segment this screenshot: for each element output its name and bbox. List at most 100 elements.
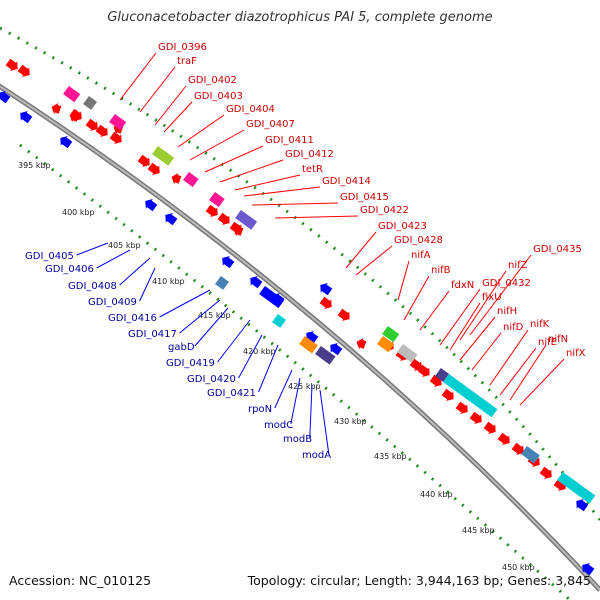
cds-arrow-shape bbox=[69, 110, 80, 123]
cds-arrow-shape bbox=[171, 172, 182, 185]
reverse-leader-line bbox=[139, 267, 156, 302]
reverse-gene-label: rpoN bbox=[248, 404, 272, 415]
forward-gene-label: nifZ bbox=[508, 260, 528, 271]
cds-arrow-shape bbox=[469, 411, 482, 424]
forward-cds-arrow bbox=[95, 124, 108, 137]
forward-gene-label: nifB bbox=[431, 265, 451, 276]
forward-cds-arrow bbox=[441, 388, 454, 401]
feature-box-shape bbox=[183, 171, 199, 188]
reverse-gene-label: GDI_0406 bbox=[45, 264, 94, 275]
forward-cds-arrow bbox=[539, 466, 552, 479]
forward-gene-label: GDI_0414 bbox=[322, 176, 371, 187]
feature-box-shape bbox=[557, 471, 596, 504]
pink-feature bbox=[63, 85, 81, 103]
forward-cds-arrow bbox=[483, 421, 496, 434]
forward-gene-label: nifA bbox=[411, 250, 431, 261]
forward-leader-line bbox=[204, 145, 264, 173]
map-title: Gluconacetobacter diazotrophicus PAI 5, … bbox=[107, 10, 493, 25]
feature-box-shape bbox=[63, 85, 81, 103]
forward-leader-line bbox=[459, 270, 507, 341]
forward-gene-label: GDI_0411 bbox=[265, 135, 314, 146]
forward-cds-arrow bbox=[497, 432, 510, 445]
reverse-gene-label: GDI_0416 bbox=[108, 313, 157, 324]
feature-box-shape bbox=[109, 113, 127, 131]
scale-tick-label: 445 kbp bbox=[462, 526, 495, 535]
inner-dotted-ring bbox=[19, 143, 572, 600]
forward-gene-label: GDI_0435 bbox=[533, 244, 582, 255]
scale-tick-label: 430 kbp bbox=[334, 417, 367, 426]
forward-leader-line bbox=[471, 332, 502, 371]
reverse-cds-arrow bbox=[330, 343, 343, 356]
reverse-cds-arrow bbox=[576, 499, 589, 512]
forward-leader-line bbox=[469, 254, 532, 336]
reverse-leader-line bbox=[217, 319, 251, 363]
outer-dotted-ring bbox=[0, 26, 600, 521]
cyan-feature bbox=[443, 373, 498, 418]
cds-arrow-shape bbox=[205, 204, 218, 217]
steelblue-feature bbox=[521, 445, 540, 464]
feature-box-shape bbox=[397, 343, 418, 363]
cds-arrow-shape bbox=[337, 308, 350, 321]
backbone-highlight bbox=[0, 85, 600, 591]
forward-leader-line bbox=[234, 174, 301, 191]
cds-arrow-shape bbox=[441, 388, 454, 401]
forward-gene-label: GDI_0412 bbox=[285, 149, 334, 160]
cds-arrow-shape bbox=[582, 563, 595, 576]
reverse-gene-label: modA bbox=[302, 450, 331, 461]
forward-cds-arrow bbox=[147, 162, 160, 175]
blue-feature bbox=[259, 285, 285, 309]
reverse-cds-arrow bbox=[0, 91, 11, 104]
forward-cds-arrow bbox=[469, 411, 482, 424]
reverse-gene-label: GDI_0420 bbox=[187, 374, 236, 385]
cds-arrow-shape bbox=[137, 154, 150, 167]
feature-box-shape bbox=[382, 325, 400, 343]
scale-tick-label: 410 kbp bbox=[152, 277, 185, 286]
scale-tick-label: 420 kbp bbox=[243, 347, 276, 356]
forward-gene-label: nifD bbox=[503, 322, 524, 333]
reverse-gene-label: GDI_0421 bbox=[207, 388, 256, 399]
cds-arrow-shape bbox=[306, 331, 319, 344]
reverse-leader-line bbox=[119, 257, 151, 286]
cds-arrow-shape bbox=[320, 283, 333, 296]
cds-arrow-shape bbox=[109, 131, 122, 144]
scale-tick-label: 405 kbp bbox=[108, 241, 141, 250]
scale-tick-label: 415 kbp bbox=[198, 311, 231, 320]
orange-feature bbox=[377, 335, 395, 353]
forward-gene-label: nifN bbox=[548, 334, 568, 345]
steelblue-feature bbox=[215, 275, 230, 290]
forward-leader-line bbox=[499, 347, 537, 396]
forward-leader-line bbox=[243, 186, 321, 197]
forward-leader-line bbox=[397, 260, 410, 301]
reverse-cds-arrow bbox=[582, 563, 595, 576]
reverse-gene-label: gabD bbox=[168, 342, 195, 353]
forward-cds-arrow bbox=[511, 442, 524, 455]
feature-box-shape bbox=[443, 373, 498, 418]
reverse-gene-label: modC bbox=[264, 420, 293, 431]
forward-cds-arrow bbox=[455, 401, 468, 414]
forward-cds-arrow bbox=[109, 131, 122, 144]
feature-box-shape bbox=[83, 95, 98, 110]
cds-arrow-shape bbox=[20, 111, 33, 124]
cds-arrow-shape bbox=[233, 224, 244, 237]
cds-arrow-shape bbox=[553, 478, 566, 491]
reverse-leader-line bbox=[290, 377, 301, 425]
forward-cds-arrow bbox=[5, 58, 18, 71]
cds-arrow-shape bbox=[222, 256, 235, 269]
forward-leader-line bbox=[274, 215, 359, 219]
feature-box-shape bbox=[315, 345, 336, 365]
cds-arrow-shape bbox=[417, 364, 430, 377]
reverse-gene-label: GDI_0408 bbox=[68, 281, 117, 292]
forward-leader-line bbox=[251, 202, 339, 206]
cds-arrow-shape bbox=[483, 421, 496, 434]
forward-gene-label: GDI_0415 bbox=[340, 192, 389, 203]
forward-leader-line bbox=[177, 114, 225, 148]
reverse-cds-arrow bbox=[145, 199, 158, 212]
forward-leader-line bbox=[119, 52, 157, 101]
cds-arrow-shape bbox=[429, 374, 442, 387]
reverse-leader-line bbox=[179, 299, 221, 334]
scale-tick-label: 395 kbp bbox=[18, 161, 51, 170]
forward-leader-line bbox=[419, 290, 450, 331]
forward-cds-arrow bbox=[319, 296, 332, 309]
forward-gene-label: GDI_0423 bbox=[378, 221, 427, 232]
